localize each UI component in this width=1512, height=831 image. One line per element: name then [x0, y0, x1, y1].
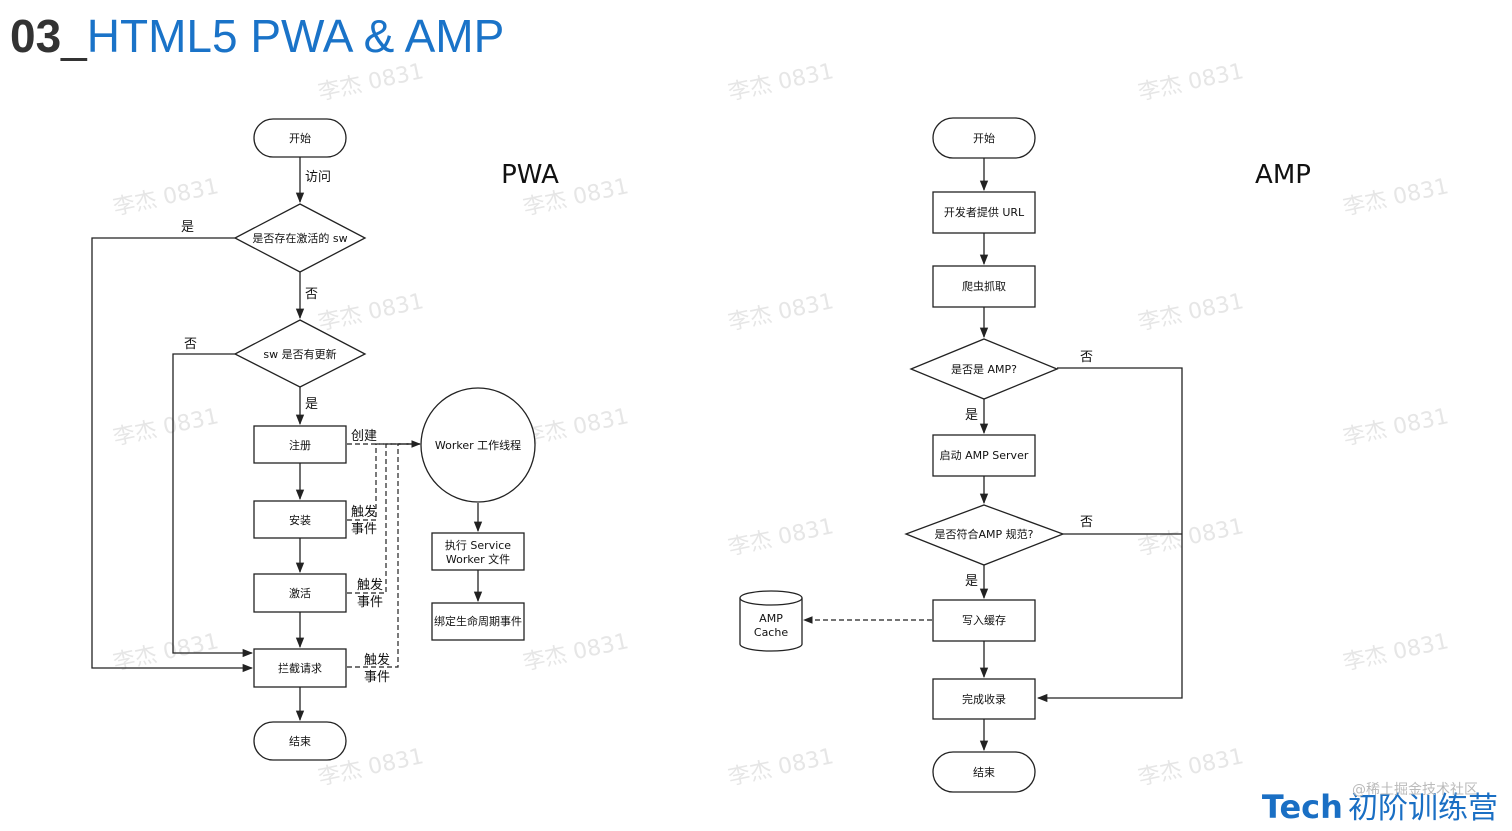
pwa-label-trigger-3b: 事件	[364, 670, 390, 685]
amp-cache-cylinder-body	[739, 598, 803, 652]
pwa-label-trigger-1a: 触发	[351, 504, 377, 520]
amp-decision-is-amp	[909, 338, 1059, 400]
pwa-label-trigger-1b: 事件	[351, 522, 377, 537]
amp-cache-cylinder-top	[739, 590, 803, 606]
amp-write-cache-label: 写入缓存	[962, 613, 1006, 627]
pwa-install-label: 安装	[289, 513, 311, 527]
watermark: 李杰 0831	[1136, 744, 1246, 791]
pwa-label-yes-1: 是	[181, 220, 194, 235]
watermark: 李杰 0831	[316, 289, 426, 336]
watermark: 李杰 0831	[521, 404, 631, 451]
pwa-decision-sw-update	[233, 319, 367, 388]
pwa-install-process	[253, 500, 347, 539]
amp-is-amp-label: 是否是 AMP?	[951, 363, 1017, 376]
amp-end-terminal	[932, 751, 1036, 793]
amp-provide-url-label: 开发者提供 URL	[944, 205, 1025, 219]
pwa-worker-thread-label: Worker 工作线程	[435, 438, 521, 452]
footer-camp: 初阶训练营	[1348, 791, 1498, 826]
pwa-intercept-process	[253, 648, 347, 688]
watermark: 李杰 0831	[521, 629, 631, 676]
pwa-label-no-1: 否	[305, 287, 318, 302]
footer-tech: Tech	[1261, 788, 1343, 826]
pwa-end-label: 结束	[289, 735, 311, 748]
amp-start-server-label: 启动 AMP Server	[940, 449, 1029, 462]
amp-index-done-label: 完成收录	[962, 692, 1006, 706]
pwa-end-terminal	[253, 721, 347, 761]
amp-cache-label-1: AMP	[759, 612, 783, 625]
pwa-exec-sw-label-1: 执行 Service	[445, 538, 511, 552]
pwa-edge-yes-bypass	[91, 237, 254, 673]
pwa-activate-label: 激活	[289, 586, 311, 600]
pwa-sw-update-label: sw 是否有更新	[263, 347, 336, 361]
pwa-has-sw-label: 是否存在激活的 sw	[252, 231, 347, 245]
watermark: 李杰 0831	[726, 59, 836, 106]
watermark: 李杰 0831	[316, 59, 426, 106]
pwa-edge-no-bypass	[172, 353, 254, 658]
pwa-flowchart: PWA 开始 是否存在激活的 sw sw 是否有更新 注册 安装 激活 拦截	[91, 118, 559, 761]
pwa-label-yes-2: 是	[305, 397, 318, 412]
amp-label-no-1: 否	[1080, 350, 1093, 365]
pwa-dash-intercept-event	[347, 443, 420, 668]
pwa-label-visit: 访问	[305, 170, 331, 185]
pwa-label-no-2: 否	[184, 337, 197, 352]
pwa-exec-sw-process	[431, 532, 525, 571]
amp-label-yes-2: 是	[965, 574, 978, 589]
amp-start-label: 开始	[973, 131, 995, 145]
footer-brand: @稀土掘金技术社区 Tech 初阶训练营	[1261, 782, 1498, 827]
footer-source: @稀土掘金技术社区	[1352, 782, 1478, 798]
watermark: 李杰 0831	[111, 174, 221, 221]
amp-label-no-2: 否	[1080, 515, 1093, 530]
amp-write-cache-process	[932, 599, 1036, 642]
pwa-label-trigger-3a: 触发	[364, 652, 390, 668]
watermark: 李杰 0831	[1341, 404, 1451, 451]
pwa-bind-lifecycle-label: 绑定生命周期事件	[434, 614, 522, 628]
pwa-dash-install-event	[347, 443, 420, 521]
slide-title: 03_HTML5 PWA & AMP	[10, 6, 504, 66]
amp-cache-label-2: Cache	[754, 626, 788, 639]
amp-start-server-process	[932, 434, 1036, 477]
watermark: 李杰 0831	[1136, 514, 1246, 561]
pwa-bind-lifecycle-process	[431, 602, 525, 641]
pwa-register-process	[253, 425, 347, 464]
watermark: 李杰 0831	[726, 744, 836, 791]
watermark: 李杰 0831	[1341, 174, 1451, 221]
pwa-label-create: 创建	[351, 429, 377, 444]
amp-section-title: AMP	[1255, 160, 1311, 190]
amp-crawl-label: 爬虫抓取	[962, 279, 1006, 293]
amp-edge-not-amp-bypass	[1036, 367, 1183, 703]
amp-end-label: 结束	[973, 766, 995, 779]
title-separator: _	[61, 10, 87, 62]
pwa-label-trigger-2b: 事件	[357, 595, 383, 610]
watermark: 李杰 0831	[1341, 629, 1451, 676]
title-text: HTML5 PWA & AMP	[86, 10, 505, 62]
amp-decision-conform	[904, 504, 1065, 566]
amp-index-done-process	[932, 678, 1036, 720]
watermark: 李杰 0831	[726, 514, 836, 561]
pwa-exec-sw-label-2: Worker 文件	[446, 552, 510, 566]
watermark: 李杰 0831	[1136, 289, 1246, 336]
amp-start-terminal	[932, 117, 1036, 159]
pwa-start-label: 开始	[289, 131, 311, 145]
pwa-label-trigger-2a: 触发	[357, 577, 383, 593]
amp-provide-url-process	[932, 191, 1036, 234]
amp-cache-database: AMP Cache	[739, 590, 803, 652]
pwa-activate-process	[253, 573, 347, 613]
watermark: 李杰 0831	[111, 404, 221, 451]
title-number: 03	[10, 10, 62, 62]
amp-label-yes-1: 是	[965, 408, 978, 423]
pwa-decision-has-sw	[233, 203, 367, 273]
pwa-worker-thread-node	[420, 387, 536, 503]
pwa-register-label: 注册	[289, 438, 311, 452]
pwa-dash-activate-event	[347, 443, 420, 594]
watermark: 李杰 0831	[726, 289, 836, 336]
watermark: 李杰 0831	[1136, 59, 1246, 106]
pwa-section-title: PWA	[501, 160, 559, 190]
amp-crawl-process	[932, 265, 1036, 308]
amp-conform-label: 是否符合AMP 规范?	[935, 527, 1034, 541]
amp-flowchart: AMP 开始 开发者提供 URL 爬虫抓取 是否是 AMP? 启动 AMP Se…	[739, 117, 1311, 793]
pwa-intercept-label: 拦截请求	[278, 661, 322, 675]
pwa-start-terminal	[253, 118, 347, 158]
